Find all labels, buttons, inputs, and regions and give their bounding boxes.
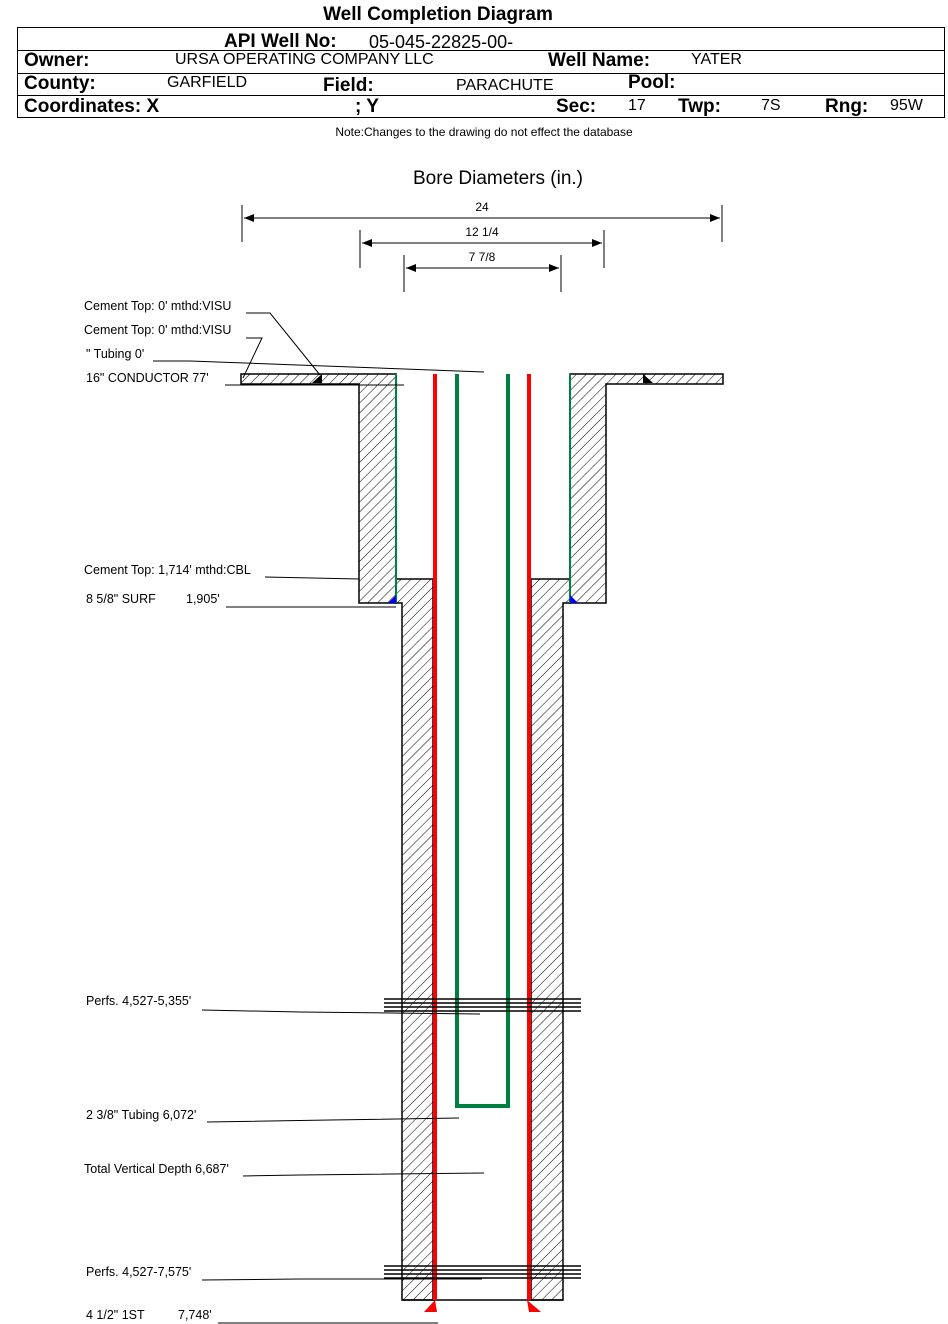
owner-label: Owner:	[24, 50, 90, 71]
casing-shoe	[527, 1300, 541, 1312]
cement-top-cbl-label: Cement Top: 1,714' mthd:CBL	[84, 563, 251, 577]
coordinates-x-label: Coordinates: X	[24, 96, 160, 117]
perfs-label: Perfs. 4,527-5,355'	[86, 994, 191, 1008]
cement-top-marker	[643, 374, 653, 383]
leader-lines	[153, 312, 485, 1324]
bore-diameter-label: 12 1/4	[465, 225, 499, 239]
total-depth-label: Total Vertical Depth 6,687'	[84, 1162, 229, 1176]
conductor-label: 16" CONDUCTOR 77'	[86, 371, 209, 385]
api-value: 05-045-22825-00-	[369, 32, 514, 52]
divider	[17, 73, 945, 74]
bore-diameter-label: 7 7/8	[469, 250, 496, 264]
bore-title: Bore Diameters (in.)	[413, 168, 583, 189]
rng-label: Rng:	[825, 96, 869, 117]
casing-shoe	[424, 1300, 437, 1312]
county-value: GARFIELD	[167, 74, 248, 91]
well-info-box	[17, 27, 945, 118]
production-casing-label: 4 1/2" 1ST	[86, 1308, 145, 1322]
twp-value: 7S	[761, 97, 781, 114]
surface-shoe-marker	[570, 595, 578, 603]
owner-value: URSA OPERATING COMPANY LLC	[175, 51, 434, 68]
note: Note:Changes to the drawing do not effec…	[335, 125, 633, 139]
bore-diameter-label: 24	[475, 200, 489, 214]
conductor-cement	[240, 373, 724, 604]
coordinates-y-label: ; Y	[355, 96, 379, 117]
field-label: Field:	[323, 75, 374, 96]
sec-value: 17	[628, 97, 646, 114]
tubing-top-label: " Tubing 0'	[86, 347, 144, 361]
twp-label: Twp:	[678, 96, 721, 117]
divider	[17, 50, 945, 51]
perforations-2	[384, 1265, 581, 1279]
field-value: PARACHUTE	[456, 77, 554, 94]
rng-value: 95W	[890, 97, 923, 114]
divider	[17, 95, 945, 96]
county-label: County:	[24, 73, 96, 94]
cement-top-label: Cement Top: 0' mthd:VISU	[84, 323, 231, 337]
cement-top-marker	[312, 374, 322, 383]
pool-label: Pool:	[628, 72, 676, 93]
production-casing-depth: 7,748'	[178, 1308, 212, 1322]
perfs-label: Perfs. 4,527-7,575'	[86, 1265, 191, 1279]
tubing-label: 2 3/8" Tubing 6,072'	[86, 1108, 196, 1122]
page-title: Well Completion Diagram	[323, 4, 553, 25]
bore-dimension-7-7-8	[403, 255, 562, 292]
surface-casing-depth: 1,905'	[186, 592, 220, 606]
sec-label: Sec:	[556, 96, 597, 117]
cement-top-label: Cement Top: 0' mthd:VISU	[84, 299, 231, 313]
bore-dimension-12-1-4	[359, 230, 605, 268]
surface-casing-label: 8 5/8" SURF	[86, 592, 156, 606]
surface-casing-cement	[395, 578, 571, 1301]
well-name-label: Well Name:	[548, 50, 651, 71]
well-name-value: YATER	[691, 51, 742, 68]
perforations-1	[384, 998, 581, 1012]
api-label: API Well No:	[224, 31, 337, 52]
tubing	[455, 374, 510, 1108]
surface-shoe-marker	[388, 595, 396, 603]
bore-dimension-24	[241, 205, 723, 242]
